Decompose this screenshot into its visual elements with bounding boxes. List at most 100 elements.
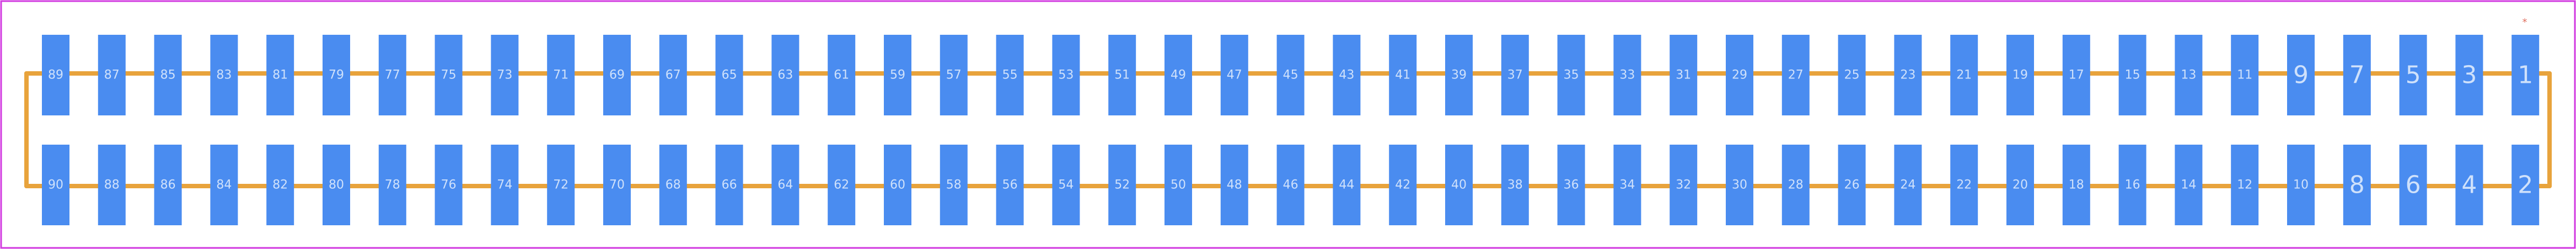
pad-32-label: 32 bbox=[1676, 178, 1691, 192]
pad-6-label: 6 bbox=[2406, 171, 2421, 199]
pad-30-rect bbox=[1726, 145, 1753, 225]
pad-18: 18 bbox=[2062, 145, 2090, 225]
pad-90: 90 bbox=[42, 145, 69, 225]
pad-33-label: 33 bbox=[1619, 68, 1635, 82]
pad-36-rect bbox=[1557, 145, 1585, 225]
pad-70-rect bbox=[603, 145, 631, 225]
pad-74: 74 bbox=[491, 145, 519, 225]
pad-39: 39 bbox=[1445, 35, 1473, 115]
pad-4-rect bbox=[2455, 145, 2483, 225]
pad-54: 54 bbox=[1052, 145, 1080, 225]
pad-85-rect bbox=[154, 35, 182, 115]
pad-57: 57 bbox=[940, 35, 968, 115]
pad-38-rect bbox=[1501, 145, 1529, 225]
pad-75: 75 bbox=[434, 35, 463, 115]
pad-38: 38 bbox=[1501, 145, 1529, 225]
pad-2-label: 2 bbox=[2518, 171, 2533, 199]
pad-79-rect bbox=[323, 35, 350, 115]
pad-64-rect bbox=[771, 145, 799, 225]
pad-58-rect bbox=[940, 145, 968, 225]
pad-40: 40 bbox=[1445, 145, 1473, 225]
pad-44: 44 bbox=[1333, 145, 1361, 225]
pad-66: 66 bbox=[715, 145, 743, 225]
pad-37-label: 37 bbox=[1507, 68, 1523, 82]
pad-81-rect bbox=[266, 35, 294, 115]
pad-33-rect bbox=[1613, 35, 1641, 115]
pad-69-rect bbox=[603, 35, 631, 115]
pad-89-label: 89 bbox=[48, 68, 63, 82]
pad-34: 34 bbox=[1613, 145, 1641, 225]
pad-33: 33 bbox=[1613, 35, 1641, 115]
pad-76-rect bbox=[434, 145, 463, 225]
pad-7-rect bbox=[2343, 35, 2371, 115]
pad-80-label: 80 bbox=[329, 178, 344, 192]
pad-58-label: 58 bbox=[946, 178, 962, 192]
pad-85-label: 85 bbox=[160, 68, 176, 82]
pad-61: 61 bbox=[828, 35, 856, 115]
pad-18-label: 18 bbox=[2069, 178, 2084, 192]
pad-29-label: 29 bbox=[1732, 68, 1747, 82]
pad-40-rect bbox=[1445, 145, 1473, 225]
pad-82-rect bbox=[266, 145, 294, 225]
pad-45-label: 45 bbox=[1283, 68, 1298, 82]
pad-77-label: 77 bbox=[385, 68, 400, 82]
pad-19-label: 19 bbox=[2012, 68, 2028, 82]
pad-29: 29 bbox=[1726, 35, 1753, 115]
pad-90-rect bbox=[42, 145, 69, 225]
pad-65-label: 65 bbox=[722, 68, 737, 82]
pad-5: 5 bbox=[2399, 35, 2427, 115]
pad-8: 8 bbox=[2343, 145, 2371, 225]
pad-78: 78 bbox=[378, 145, 406, 225]
pad-66-label: 66 bbox=[722, 178, 737, 192]
pad-44-label: 44 bbox=[1339, 178, 1354, 192]
pad-50-label: 50 bbox=[1171, 178, 1186, 192]
pad-43-label: 43 bbox=[1339, 68, 1354, 82]
pad-90-label: 90 bbox=[48, 178, 63, 192]
pad-48-label: 48 bbox=[1227, 178, 1242, 192]
pad-6-rect bbox=[2399, 145, 2427, 225]
pad-3-rect bbox=[2455, 35, 2483, 115]
pad-89: 89 bbox=[42, 35, 69, 115]
pad-56: 56 bbox=[996, 145, 1024, 225]
pad-68-label: 68 bbox=[666, 178, 681, 192]
pad-43-rect bbox=[1333, 35, 1361, 115]
pad-45-rect bbox=[1276, 35, 1305, 115]
pad-67: 67 bbox=[659, 35, 687, 115]
pad-13-label: 13 bbox=[2181, 68, 2196, 82]
pad-54-label: 54 bbox=[1058, 178, 1074, 192]
pad-41-label: 41 bbox=[1395, 68, 1410, 82]
pad-19: 19 bbox=[2006, 35, 2034, 115]
pad-57-label: 57 bbox=[946, 68, 962, 82]
pad-5-rect bbox=[2399, 35, 2427, 115]
pad-23-rect bbox=[1894, 35, 1922, 115]
pad-70-label: 70 bbox=[609, 178, 625, 192]
pad-17-label: 17 bbox=[2069, 68, 2084, 82]
pad-22-rect bbox=[1950, 145, 1978, 225]
pad-40-label: 40 bbox=[1451, 178, 1467, 192]
pad-37: 37 bbox=[1501, 35, 1529, 115]
pad-24-label: 24 bbox=[1900, 178, 1915, 192]
pad-69: 69 bbox=[603, 35, 631, 115]
pad-7-label: 7 bbox=[2349, 61, 2365, 89]
pad-11-rect bbox=[2231, 35, 2259, 115]
pad-3-label: 3 bbox=[2461, 61, 2477, 89]
pad-85: 85 bbox=[154, 35, 182, 115]
pad-56-rect bbox=[996, 145, 1024, 225]
pad-51-rect bbox=[1108, 35, 1136, 115]
pad-27-label: 27 bbox=[1788, 68, 1804, 82]
pad-55: 55 bbox=[996, 35, 1024, 115]
pad-14: 14 bbox=[2175, 145, 2203, 225]
pad-83-rect bbox=[210, 35, 238, 115]
pad-20: 20 bbox=[2006, 145, 2034, 225]
pad-73-label: 73 bbox=[497, 68, 512, 82]
pad-82-label: 82 bbox=[272, 178, 288, 192]
pad-34-rect bbox=[1613, 145, 1641, 225]
pad-32: 32 bbox=[1670, 145, 1698, 225]
pad-47-rect bbox=[1220, 35, 1248, 115]
pad-3: 3 bbox=[2455, 35, 2483, 115]
pad-37-rect bbox=[1501, 35, 1529, 115]
pad-81: 81 bbox=[266, 35, 294, 115]
pad-79: 79 bbox=[323, 35, 350, 115]
pad-62-label: 62 bbox=[834, 178, 849, 192]
